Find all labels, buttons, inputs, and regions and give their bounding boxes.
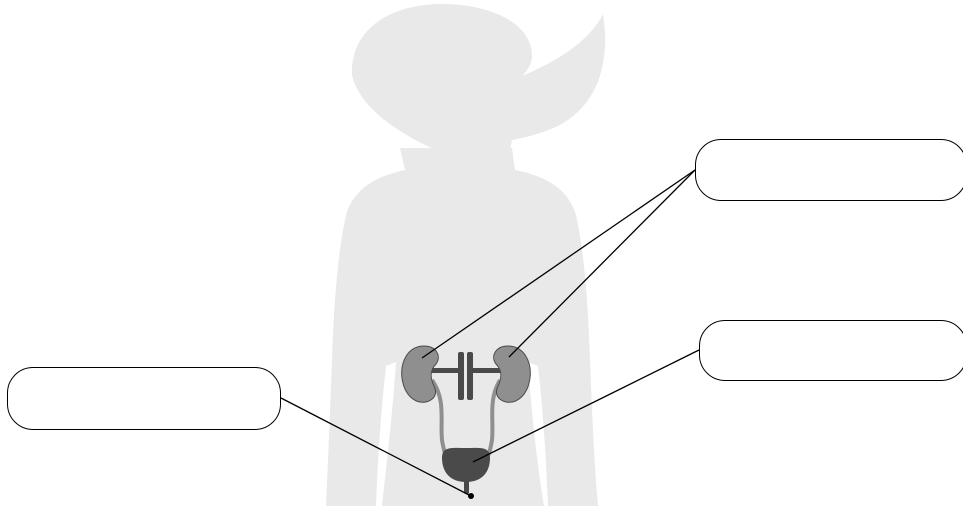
label-box-top-right[interactable] [695,139,963,201]
silhouette-torso [326,148,598,506]
body-silhouette [326,4,606,506]
kidney-left [401,345,439,403]
leader-line-urethra [280,397,472,497]
bladder [442,447,490,482]
renal-vessels-left [428,368,460,373]
renal-vessels-right [470,368,504,373]
kidney-right [493,345,531,403]
urethra [464,480,469,494]
vena-cava [467,352,473,400]
aorta [458,352,464,400]
urinary-organs [401,345,531,494]
leader-lines [280,169,700,499]
leader-line-urethra-end-dot [468,493,474,499]
label-box-middle-right[interactable] [699,320,963,381]
label-box-left[interactable] [7,367,281,430]
leader-line-kidney-left [421,169,696,359]
leader-line-bladder [472,349,700,463]
leader-line-kidney-right [508,169,696,358]
silhouette-head-hair [351,4,606,150]
